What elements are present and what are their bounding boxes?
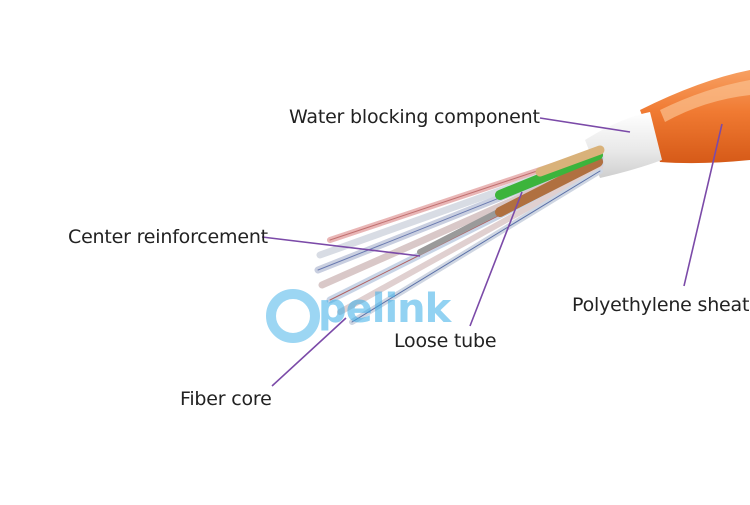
leader-fiber-core (271, 317, 347, 387)
water-blocking-shape (585, 112, 662, 178)
label-water-blocking: Water blocking component (289, 106, 540, 128)
leader-lines (261, 117, 723, 387)
label-center-reinforcement: Center reinforcement (68, 226, 268, 248)
leader-center-reinforcement (261, 236, 421, 257)
loose-tube-brown-shape (495, 157, 603, 217)
logo-mark (266, 289, 320, 343)
loose-tube-green-shape (495, 150, 603, 200)
leader-polyethylene-sheath (683, 123, 723, 287)
label-fiber-core: Fiber core (180, 388, 272, 410)
label-polyethylene-sheath: Polyethylene sheath (572, 294, 750, 316)
loose-tube-tan-shape (535, 145, 605, 177)
leader-loose-tube (469, 191, 523, 327)
leader-water-blocking (539, 117, 631, 133)
label-loose-tube: Loose tube (394, 330, 497, 352)
sheath-highlight (660, 80, 750, 122)
watermark-text: pelink (318, 286, 451, 332)
